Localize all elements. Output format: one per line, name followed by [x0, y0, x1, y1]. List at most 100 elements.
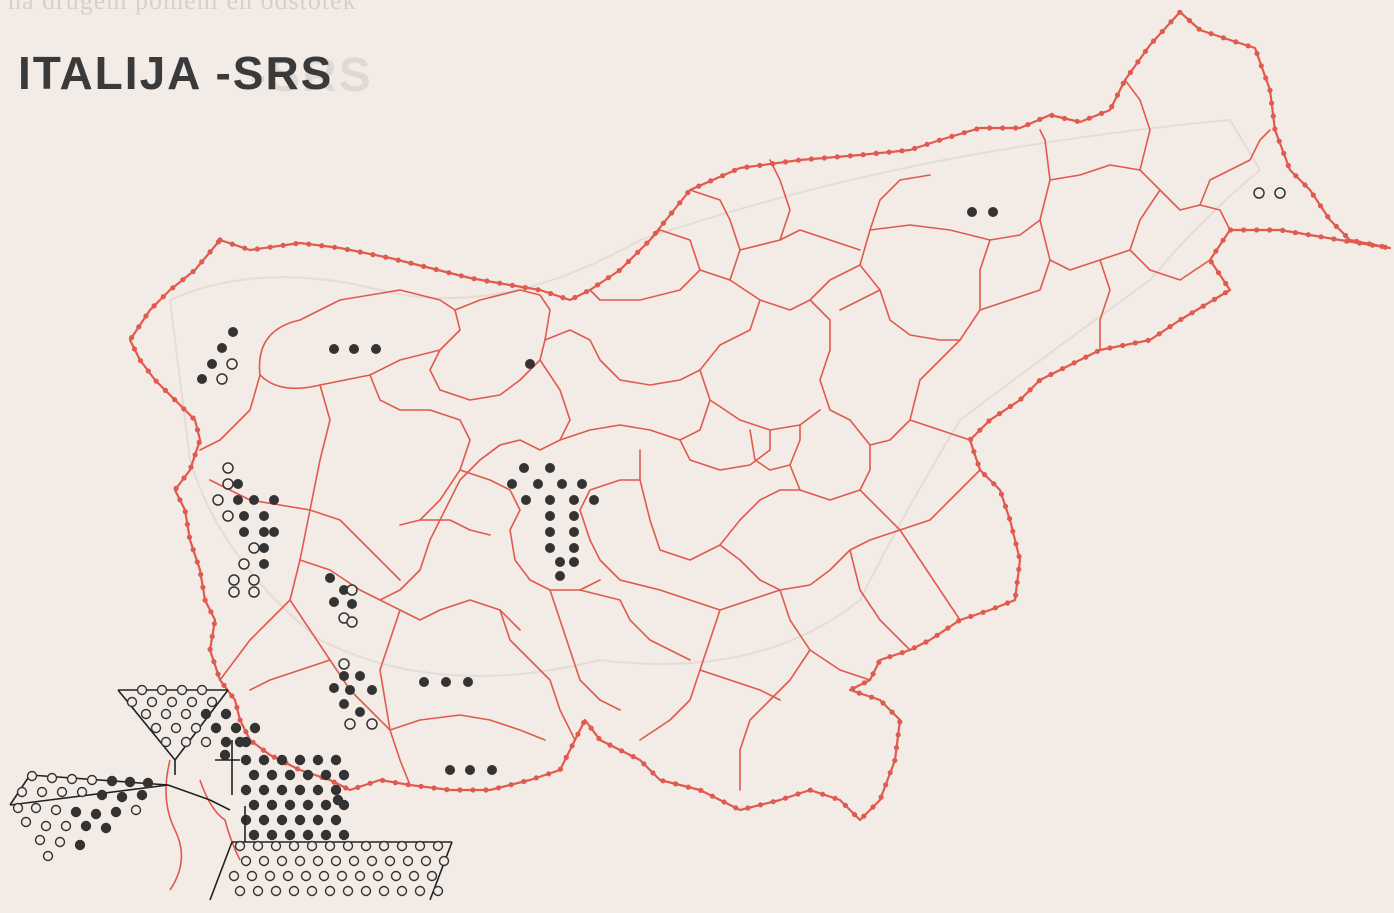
- filled-dot: [533, 479, 543, 489]
- filled-dot: [577, 479, 587, 489]
- border-dot: [720, 173, 726, 179]
- filled-dot: [219, 749, 231, 761]
- border-dot: [136, 324, 142, 330]
- border-dot: [143, 313, 149, 319]
- filled-dot: [463, 677, 473, 687]
- filled-dot: [233, 479, 243, 489]
- filled-dot: [284, 769, 296, 781]
- border-dot: [783, 795, 789, 801]
- border-dot: [343, 785, 349, 791]
- border-dot: [457, 787, 463, 793]
- filled-dot: [230, 722, 242, 734]
- border-dot: [392, 780, 398, 786]
- filled-dot: [569, 543, 579, 553]
- filled-dot: [217, 343, 227, 353]
- border-dot: [968, 613, 974, 620]
- tree-branch: [209, 841, 233, 901]
- filled-dot: [329, 683, 339, 693]
- border-dot: [199, 259, 205, 265]
- border-dot: [616, 267, 622, 274]
- border-dot: [1007, 516, 1013, 522]
- filled-dot: [248, 829, 260, 841]
- border-dot: [641, 761, 647, 767]
- border-dot: [1004, 600, 1011, 606]
- border-dot: [215, 239, 221, 245]
- hollow-dot: [126, 696, 138, 708]
- filled-dot: [545, 495, 555, 505]
- border-dot: [160, 294, 166, 300]
- border-dot: [1132, 340, 1138, 346]
- border-dot: [832, 795, 838, 801]
- hollow-dot: [252, 885, 264, 897]
- border-dot: [783, 159, 789, 165]
- filled-dot: [259, 543, 269, 553]
- border-dot: [1302, 182, 1308, 188]
- filled-dot: [142, 777, 154, 789]
- border-dot: [869, 694, 875, 700]
- hollow-dot: [150, 722, 162, 734]
- border-dot: [899, 650, 905, 656]
- hollow-dot: [1253, 187, 1265, 199]
- hollow-dot: [282, 870, 294, 882]
- municipality-boundaries: [199, 79, 1271, 791]
- border-dot: [1254, 50, 1260, 57]
- border-dot: [1016, 566, 1022, 573]
- filled-dot: [284, 799, 296, 811]
- filled-dot: [258, 784, 270, 796]
- filled-dot: [302, 769, 314, 781]
- border-dot: [1270, 113, 1276, 119]
- hollow-dot: [294, 855, 306, 867]
- filled-dot: [266, 829, 278, 841]
- filled-dot: [338, 769, 350, 781]
- border-dot: [207, 249, 213, 255]
- border-dot: [1167, 324, 1173, 330]
- hollow-dot: [306, 885, 318, 897]
- border-dot: [595, 282, 601, 288]
- hollow-dot: [50, 804, 62, 816]
- border-dot: [795, 791, 801, 797]
- border-dot: [860, 152, 866, 158]
- border-dot: [1159, 28, 1165, 35]
- border-dot: [607, 742, 613, 748]
- border-dot: [673, 781, 679, 787]
- border-dot: [496, 785, 502, 791]
- border-dot: [1135, 59, 1141, 65]
- border-dot: [1357, 240, 1363, 246]
- filled-dot: [90, 808, 102, 820]
- border-dot: [870, 671, 876, 677]
- border-dot: [484, 278, 490, 284]
- border-dot: [1098, 110, 1105, 116]
- border-dot: [886, 149, 892, 155]
- filled-dot: [419, 677, 429, 687]
- hollow-dot: [66, 773, 78, 785]
- filled-dot: [239, 511, 249, 521]
- border-dot: [1120, 80, 1126, 86]
- border-dot: [267, 244, 273, 250]
- hollow-dot: [56, 786, 68, 798]
- border-dot: [650, 770, 656, 776]
- border-dot: [1254, 227, 1260, 233]
- border-dot: [280, 242, 286, 248]
- border-dot: [535, 287, 541, 293]
- border-dot: [250, 739, 256, 745]
- national-border: [128, 10, 1392, 822]
- filled-dot: [220, 736, 232, 748]
- border-dot: [471, 276, 477, 282]
- border-dot: [1233, 39, 1239, 45]
- hollow-dot: [130, 804, 142, 816]
- border-dot: [708, 178, 714, 184]
- border-dot: [153, 378, 159, 384]
- border-dot: [644, 240, 650, 246]
- hollow-dot: [60, 820, 72, 832]
- filled-dot: [441, 677, 451, 687]
- border-dot: [873, 150, 879, 156]
- hollow-dot: [390, 870, 402, 882]
- filled-dot: [555, 571, 565, 581]
- filled-dot: [207, 359, 217, 369]
- filled-dot: [248, 799, 260, 811]
- hollow-dot: [360, 885, 372, 897]
- border-dot: [497, 280, 503, 286]
- border-dot: [331, 779, 337, 785]
- filled-dot: [110, 806, 122, 818]
- border-dot: [807, 787, 813, 793]
